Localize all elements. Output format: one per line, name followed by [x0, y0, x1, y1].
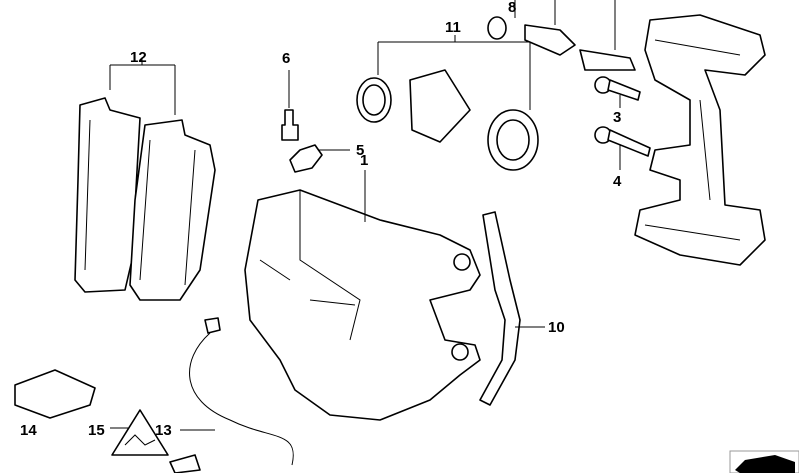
callout-4: 4	[613, 173, 622, 190]
warning-label-part-15[interactable]	[110, 409, 169, 456]
callout-5: 5	[356, 142, 364, 159]
bleeder-screw-part-6[interactable]	[281, 70, 299, 141]
guide-sleeve-part-8[interactable]	[487, 0, 636, 71]
callout-14: 14	[20, 422, 37, 439]
anti-rattle-spring-part-10[interactable]	[479, 211, 545, 406]
callout-13: 13	[155, 422, 172, 439]
callout-15: 15	[88, 422, 105, 439]
callout-11: 11	[445, 19, 461, 36]
callout-8: 8	[508, 0, 516, 16]
callout-6: 6	[282, 50, 290, 67]
callout-3: 3	[613, 109, 621, 126]
callout-1: 1	[360, 152, 368, 169]
brake-pads-part-12[interactable]	[74, 58, 216, 301]
caliper-carrier-bracket[interactable]	[634, 14, 766, 266]
bolt-part-4[interactable]	[594, 126, 651, 170]
grease-sachet-part-14[interactable]	[14, 369, 96, 419]
callout-12: 12	[130, 49, 147, 66]
piston-kit-part-11[interactable]	[356, 35, 539, 171]
bolt-part-3[interactable]	[594, 76, 641, 108]
dust-cap-part-5[interactable]	[289, 144, 350, 173]
caliper-housing-part-1[interactable]	[244, 170, 481, 421]
corner-logo-icon	[729, 450, 799, 473]
wear-sensor-part-13[interactable]	[169, 317, 294, 473]
callout-10: 10	[548, 319, 565, 336]
